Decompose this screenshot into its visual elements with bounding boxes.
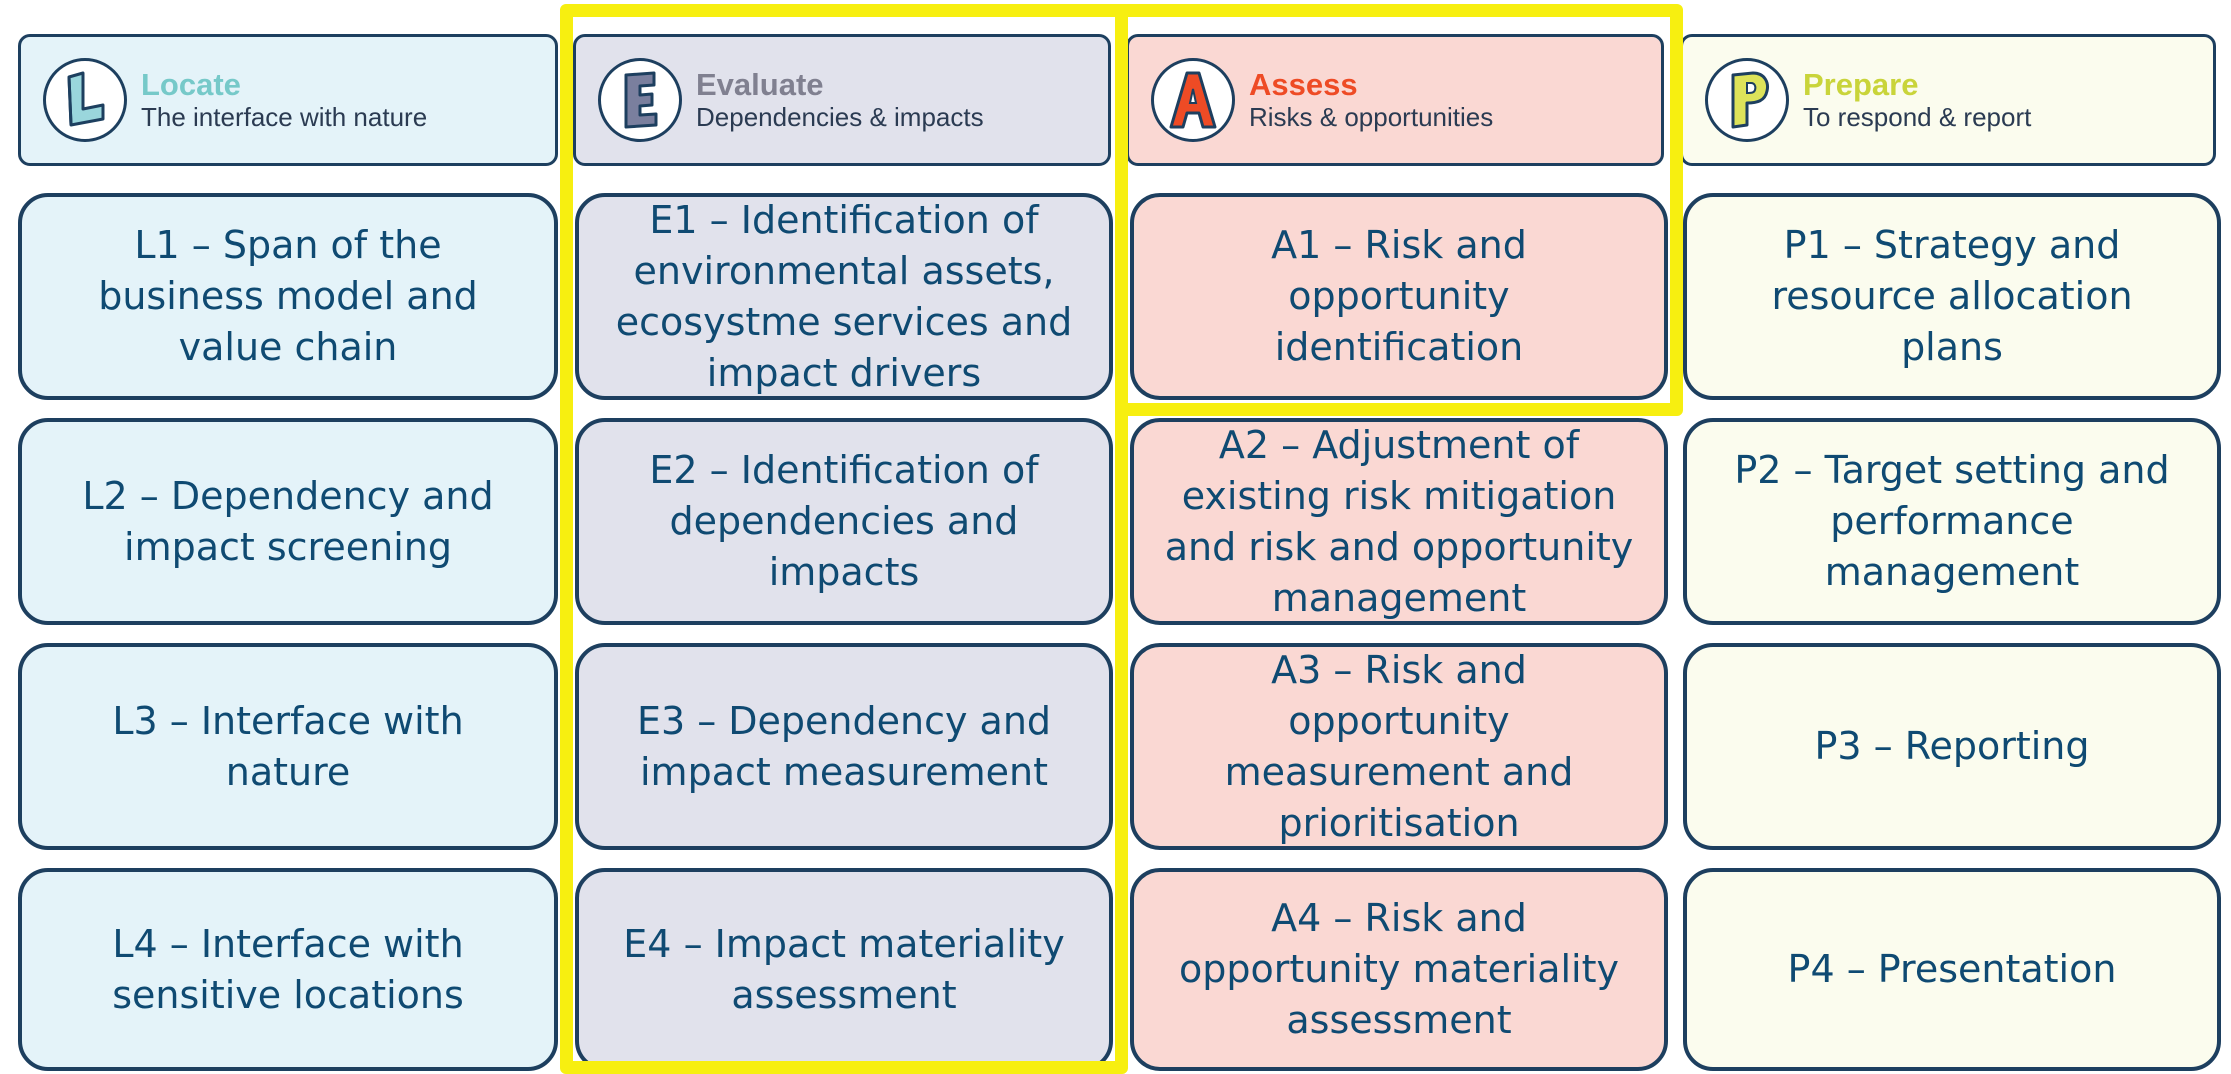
box-label: P3 – Reporting bbox=[1814, 724, 2090, 768]
box-label: A3 – Risk and opportunity measurement an… bbox=[1224, 647, 1574, 845]
box-l1: L1 – Span of the business model and valu… bbox=[18, 193, 558, 400]
box-a3: A3 – Risk and opportunity measurement an… bbox=[1130, 643, 1668, 850]
box-label: A4 – Risk and opportunity materiality as… bbox=[1178, 896, 1619, 1042]
box-label: L1 – Span of the business model and valu… bbox=[98, 223, 478, 369]
box-e2: E2 – Identification of dependencies and … bbox=[575, 418, 1113, 625]
box-label: P2 – Target setting and performance mana… bbox=[1734, 448, 2170, 594]
box-p3: P3 – Reporting bbox=[1683, 643, 2221, 850]
box-l4: L4 – Interface with sensitive locations bbox=[18, 868, 558, 1071]
header-title: Prepare bbox=[1803, 67, 1919, 103]
box-e4: E4 – Impact materiality assessment bbox=[575, 868, 1113, 1071]
box-p1: P1 – Strategy and resource allocation pl… bbox=[1683, 193, 2221, 400]
box-label: E2 – Identification of dependencies and … bbox=[649, 448, 1039, 594]
header-assess: Assess Risks & opportunities bbox=[1126, 34, 1664, 166]
box-e1: E1 – Identification of environmental ass… bbox=[575, 193, 1113, 400]
box-p4: P4 – Presentation bbox=[1683, 868, 2221, 1071]
header-subtitle: Dependencies & impacts bbox=[696, 101, 984, 132]
letter-e-icon bbox=[598, 58, 682, 142]
box-label: A1 – Risk and opportunity identification bbox=[1271, 223, 1527, 369]
box-label: L4 – Interface with sensitive locations bbox=[112, 921, 464, 1017]
box-a2: A2 – Adjustment of existing risk mitigat… bbox=[1130, 418, 1668, 625]
box-label: L3 – Interface with nature bbox=[112, 698, 464, 794]
box-p2: P2 – Target setting and performance mana… bbox=[1683, 418, 2221, 625]
header-evaluate: Evaluate Dependencies & impacts bbox=[573, 34, 1111, 166]
header-title: Locate bbox=[141, 67, 241, 103]
header-prepare: Prepare To respond & report bbox=[1680, 34, 2216, 166]
header-subtitle: Risks & opportunities bbox=[1249, 101, 1494, 132]
letter-l-icon bbox=[43, 58, 127, 142]
box-label: P1 – Strategy and resource allocation pl… bbox=[1771, 223, 2133, 369]
box-l2: L2 – Dependency and impact screening bbox=[18, 418, 558, 625]
box-label: E3 – Dependency and impact measurement bbox=[636, 698, 1052, 794]
box-label: A2 – Adjustment of existing risk mitigat… bbox=[1164, 422, 1634, 620]
header-subtitle: To respond & report bbox=[1803, 101, 2032, 132]
box-label: E1 – Identification of environmental ass… bbox=[615, 197, 1073, 395]
box-label: L2 – Dependency and impact screening bbox=[82, 473, 494, 569]
box-l3: L3 – Interface with nature bbox=[18, 643, 558, 850]
box-label: P4 – Presentation bbox=[1787, 947, 2117, 991]
box-a4: A4 – Risk and opportunity materiality as… bbox=[1130, 868, 1668, 1071]
header-title: Assess bbox=[1249, 67, 1358, 103]
header-title: Evaluate bbox=[696, 67, 824, 103]
box-e3: E3 – Dependency and impact measurement bbox=[575, 643, 1113, 850]
box-a1: A1 – Risk and opportunity identification bbox=[1130, 193, 1668, 400]
box-label: E4 – Impact materiality assessment bbox=[623, 921, 1065, 1017]
header-locate: Locate The interface with nature bbox=[18, 34, 558, 166]
letter-p-icon bbox=[1705, 58, 1789, 142]
letter-a-icon bbox=[1151, 58, 1235, 142]
header-subtitle: The interface with nature bbox=[141, 101, 428, 132]
